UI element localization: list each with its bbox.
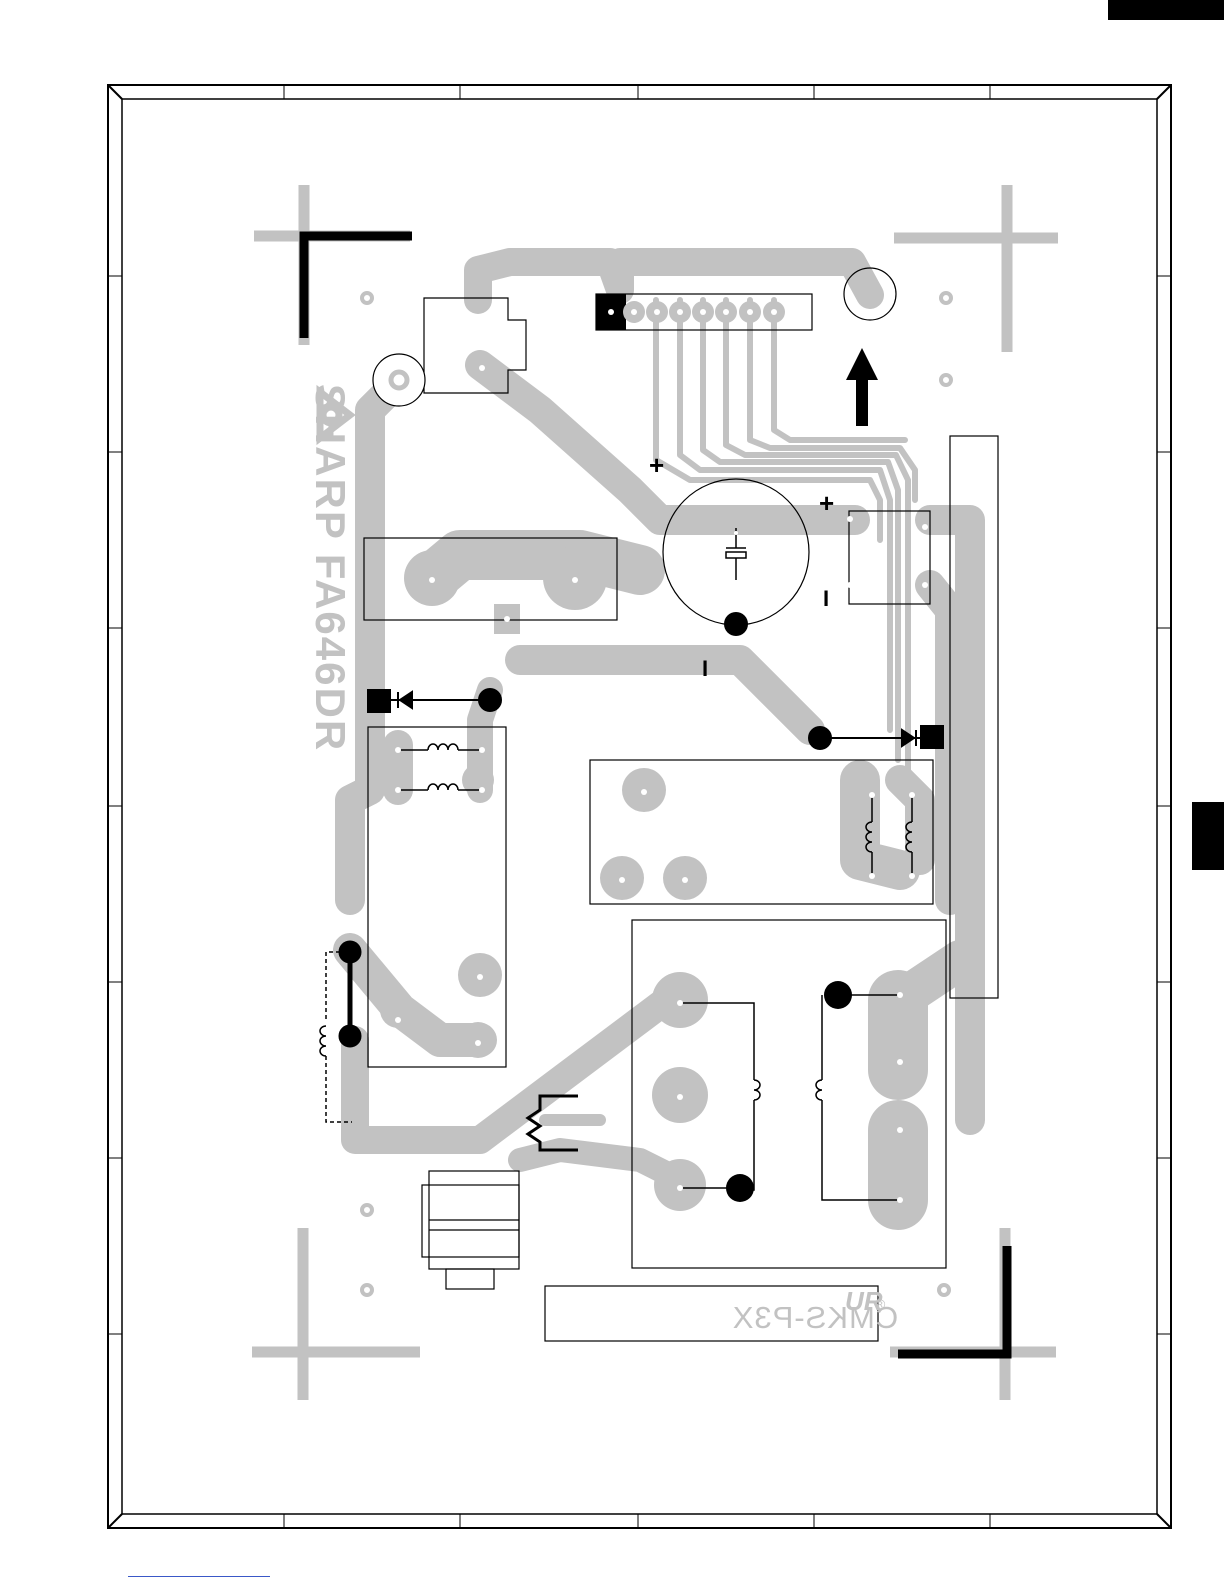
model-label: CMKS-P3X <box>732 1300 898 1336</box>
minus-mark: I <box>702 656 708 681</box>
capacitor-symbol <box>726 528 746 580</box>
brand-label: SHARP FA646DR <box>306 384 354 752</box>
direction-arrow <box>846 348 878 426</box>
diode-right <box>809 726 943 749</box>
copper-traces <box>350 262 970 1200</box>
connector-pins <box>596 294 785 330</box>
registered-mark: ® <box>875 1296 885 1312</box>
small-coil <box>320 1026 326 1056</box>
plus-mark: + <box>819 488 834 518</box>
plus-mark: + <box>649 450 664 480</box>
footer-link-line <box>128 1576 270 1577</box>
jumper-link <box>339 941 361 1047</box>
minus-mark: I <box>823 586 829 611</box>
